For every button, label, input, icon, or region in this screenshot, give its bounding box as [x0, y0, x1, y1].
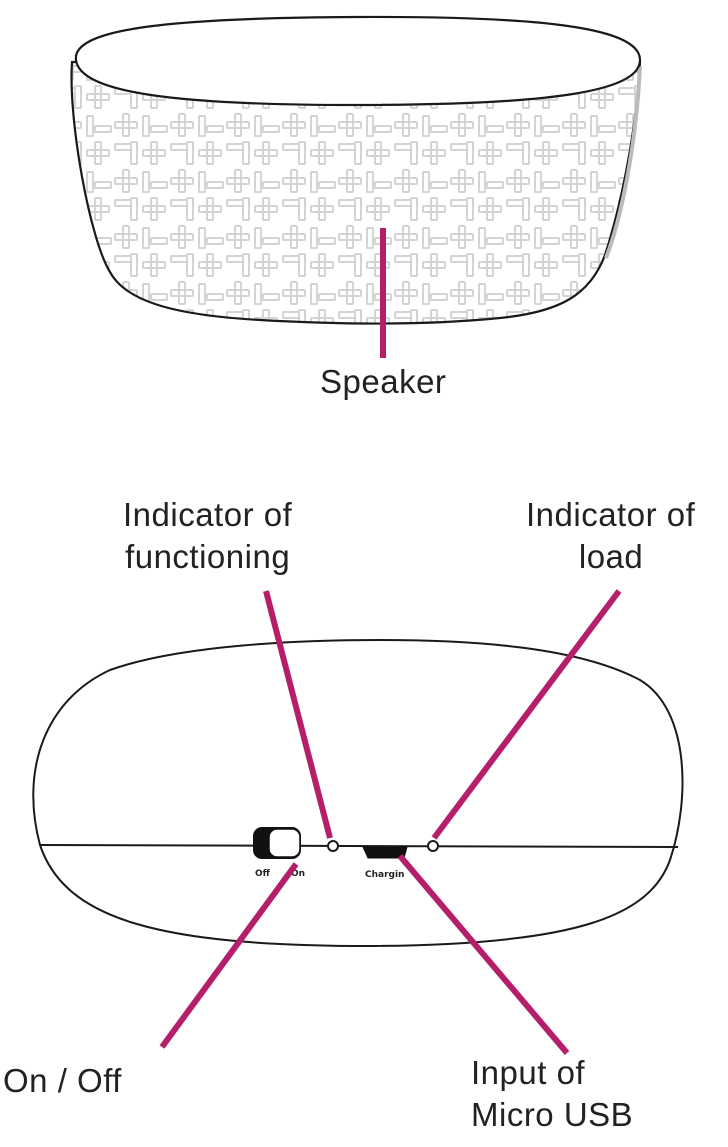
- indicator-functioning-line-1: Indicator of: [123, 496, 293, 533]
- callout-lines: [159, 228, 622, 1055]
- indicator-functioning-line-2: functioning: [125, 538, 291, 575]
- switch-on-label: On: [291, 869, 305, 879]
- power-switch[interactable]: [253, 827, 301, 859]
- speaker-grille: [70, 60, 642, 325]
- speaker-label: Speaker: [320, 363, 447, 400]
- speaker-side-view: Off On Chargin: [32, 638, 684, 948]
- indicator-load-label: Indicator of load: [526, 494, 695, 578]
- callout-micro-usb: [397, 854, 570, 1055]
- switch-off-label: Off: [255, 869, 271, 879]
- micro-usb-line-2: Micro USB: [471, 1096, 634, 1133]
- on-off-label: On / Off: [3, 1062, 122, 1099]
- callout-indicator-functioning: [263, 590, 333, 839]
- speaker-body-outline: [32, 638, 684, 948]
- load-indicator-led: [427, 840, 439, 852]
- speaker-top-cap: [74, 15, 642, 107]
- charging-label: Chargin: [365, 870, 404, 880]
- indicator-load-line-1: Indicator of: [526, 496, 696, 533]
- callout-on-off: [159, 862, 299, 1049]
- micro-usb-label: Input of Micro USB: [471, 1052, 633, 1136]
- speaker-top-view: [70, 15, 642, 325]
- body-seam-line: [39, 844, 679, 848]
- callout-indicator-load: [431, 589, 622, 840]
- speaker-shadow: [604, 65, 642, 259]
- micro-usb-line-1: Input of: [471, 1054, 586, 1091]
- function-indicator-led: [327, 840, 339, 852]
- indicator-load-line-2: load: [578, 538, 644, 575]
- indicator-functioning-label: Indicator of functioning: [123, 494, 292, 578]
